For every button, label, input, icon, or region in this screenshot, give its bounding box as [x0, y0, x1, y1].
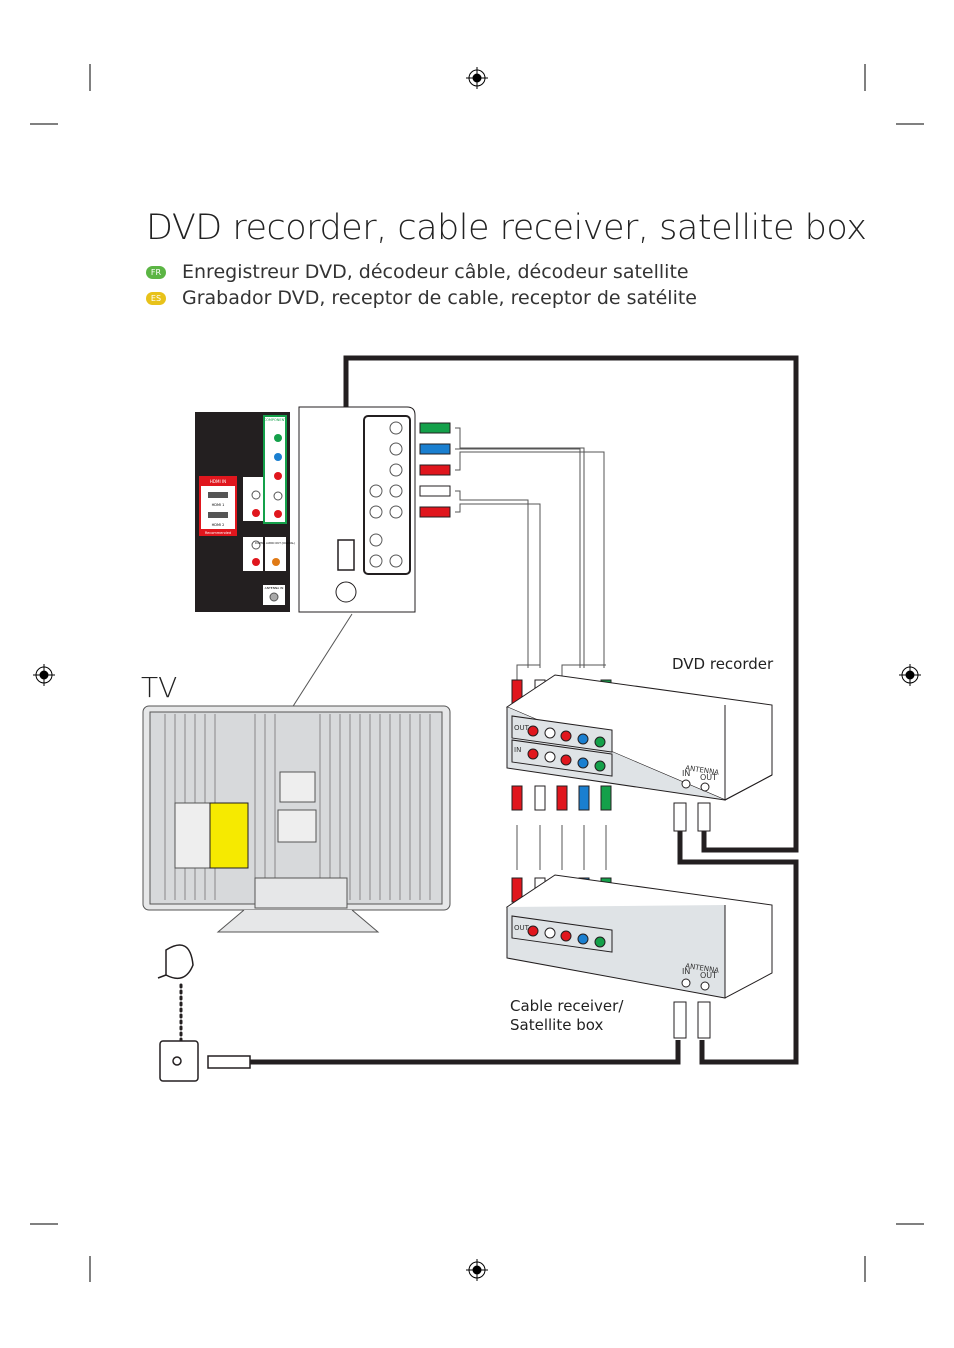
subtitle-fr-text: Enregistreur DVD, décodeur câble, décode… [182, 261, 689, 283]
svg-text:OUT: OUT [700, 773, 717, 782]
svg-text:DIGITAL AUDIO OUT (COAXIAL): DIGITAL AUDIO OUT (COAXIAL) [255, 541, 295, 545]
svg-text:OUT: OUT [514, 924, 530, 932]
tv-rear-view [142, 705, 451, 933]
svg-text:OUT: OUT [514, 724, 530, 732]
cable-receiver-label: Cable receiver/ [510, 997, 624, 1015]
tv-side-panel [298, 406, 416, 613]
subtitle-es-text: Grabador DVD, receptor de cable, recepto… [182, 287, 697, 309]
svg-text:HDMI 2: HDMI 2 [212, 523, 225, 527]
fr-badge: FR [146, 265, 166, 279]
tv-connector-panel: COMPONENT HDMI IN HDMI 1 HDMI 2 Recommen… [195, 412, 295, 612]
es-badge: ES [146, 291, 166, 305]
antenna-cables [250, 355, 799, 1065]
svg-text:IN: IN [682, 769, 690, 778]
page-title: DVD recorder, cable receiver, satellite … [146, 208, 867, 248]
satellite-box-label: Satellite box [510, 1016, 604, 1034]
svg-text:IN: IN [514, 746, 521, 754]
satellite-dish-icon [157, 944, 194, 1042]
crop-marks [30, 64, 924, 1282]
svg-text:IN: IN [682, 967, 690, 976]
subtitle-fr: FR Enregistreur DVD, décodeur câble, déc… [146, 261, 689, 283]
svg-text:COMPONENT: COMPONENT [264, 418, 288, 422]
dvd-recorder-label: DVD recorder [672, 655, 774, 673]
side-panel-plugs [419, 422, 451, 518]
svg-text:HDMI 1: HDMI 1 [212, 503, 225, 507]
dvd-recorder-device: OUT IN ANTENNA IN OUT [505, 674, 773, 832]
cable-receiver-device: OUT ANTENNA IN OUT [505, 874, 773, 1039]
subtitle-es: ES Grabador DVD, receptor de cable, rece… [146, 287, 697, 309]
svg-text:OUT: OUT [700, 971, 717, 980]
svg-text:AUDIO L/R: AUDIO L/R [245, 479, 261, 483]
registration-marks [33, 67, 921, 1281]
tv-label: TV [141, 671, 178, 704]
svg-text:Recommended: Recommended [205, 531, 231, 535]
svg-text:ANTENNA IN: ANTENNA IN [265, 586, 284, 590]
component-jacks [273, 434, 283, 518]
svg-text:HDMI IN: HDMI IN [210, 479, 226, 484]
wall-antenna-socket-icon [159, 1040, 251, 1082]
